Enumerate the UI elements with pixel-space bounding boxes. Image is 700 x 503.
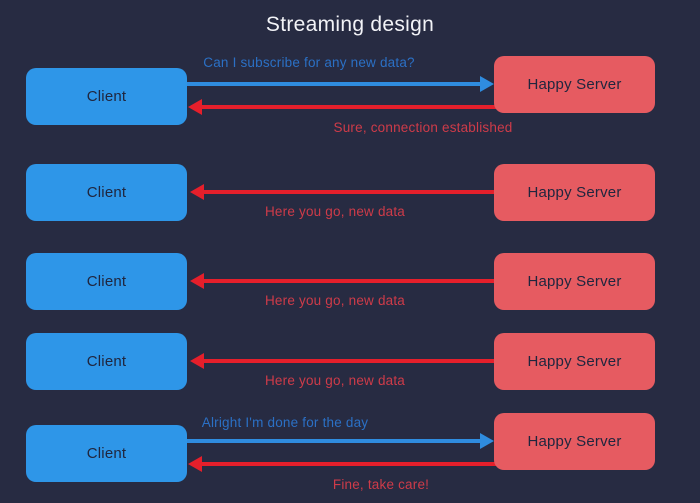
response-arrow-head-icon	[190, 353, 204, 369]
response-arrow-head-icon	[188, 456, 202, 472]
request-label-row5: Alright I'm done for the day	[201, 415, 369, 430]
server-box-row1: Happy Server	[494, 56, 655, 113]
client-label: Client	[86, 184, 127, 201]
response-arrow-shaft-row2	[204, 190, 495, 194]
server-box-row3: Happy Server	[494, 253, 655, 310]
response-arrow-shaft-row4	[204, 359, 495, 363]
client-box-row1: Client	[26, 68, 187, 125]
server-label: Happy Server	[527, 184, 622, 201]
client-label: Client	[86, 353, 127, 370]
client-box-row2: Client	[26, 164, 187, 221]
response-arrow-shaft-row5	[202, 462, 497, 466]
client-box-row4: Client	[26, 333, 187, 390]
diagram-title: Streaming design	[265, 13, 435, 36]
response-arrow-shaft-row1	[202, 105, 497, 109]
server-box-row5: Happy Server	[494, 413, 655, 470]
server-box-row4: Happy Server	[494, 333, 655, 390]
server-label: Happy Server	[527, 353, 622, 370]
response-arrow-head-icon	[190, 184, 204, 200]
response-arrow-head-icon	[190, 273, 204, 289]
client-box-row5: Client	[26, 425, 187, 482]
server-label: Happy Server	[527, 433, 622, 450]
server-box-row2: Happy Server	[494, 164, 655, 221]
request-label-row1: Can I subscribe for any new data?	[203, 55, 415, 70]
request-arrow-shaft-row1	[187, 82, 480, 86]
client-label: Client	[86, 445, 127, 462]
server-label: Happy Server	[527, 273, 622, 290]
client-label: Client	[86, 88, 127, 105]
response-arrow-shaft-row3	[204, 279, 495, 283]
response-label-row3: Here you go, new data	[264, 293, 406, 308]
response-arrow-head-icon	[188, 99, 202, 115]
request-arrow-head-icon	[480, 433, 494, 449]
response-label-row5: Fine, take care!	[332, 477, 430, 492]
response-label-row4: Here you go, new data	[264, 373, 406, 388]
client-box-row3: Client	[26, 253, 187, 310]
request-arrow-head-icon	[480, 76, 494, 92]
server-label: Happy Server	[527, 76, 622, 93]
response-label-row2: Here you go, new data	[264, 204, 406, 219]
request-arrow-shaft-row5	[187, 439, 480, 443]
response-label-row1: Sure, connection established	[333, 120, 513, 135]
client-label: Client	[86, 273, 127, 290]
